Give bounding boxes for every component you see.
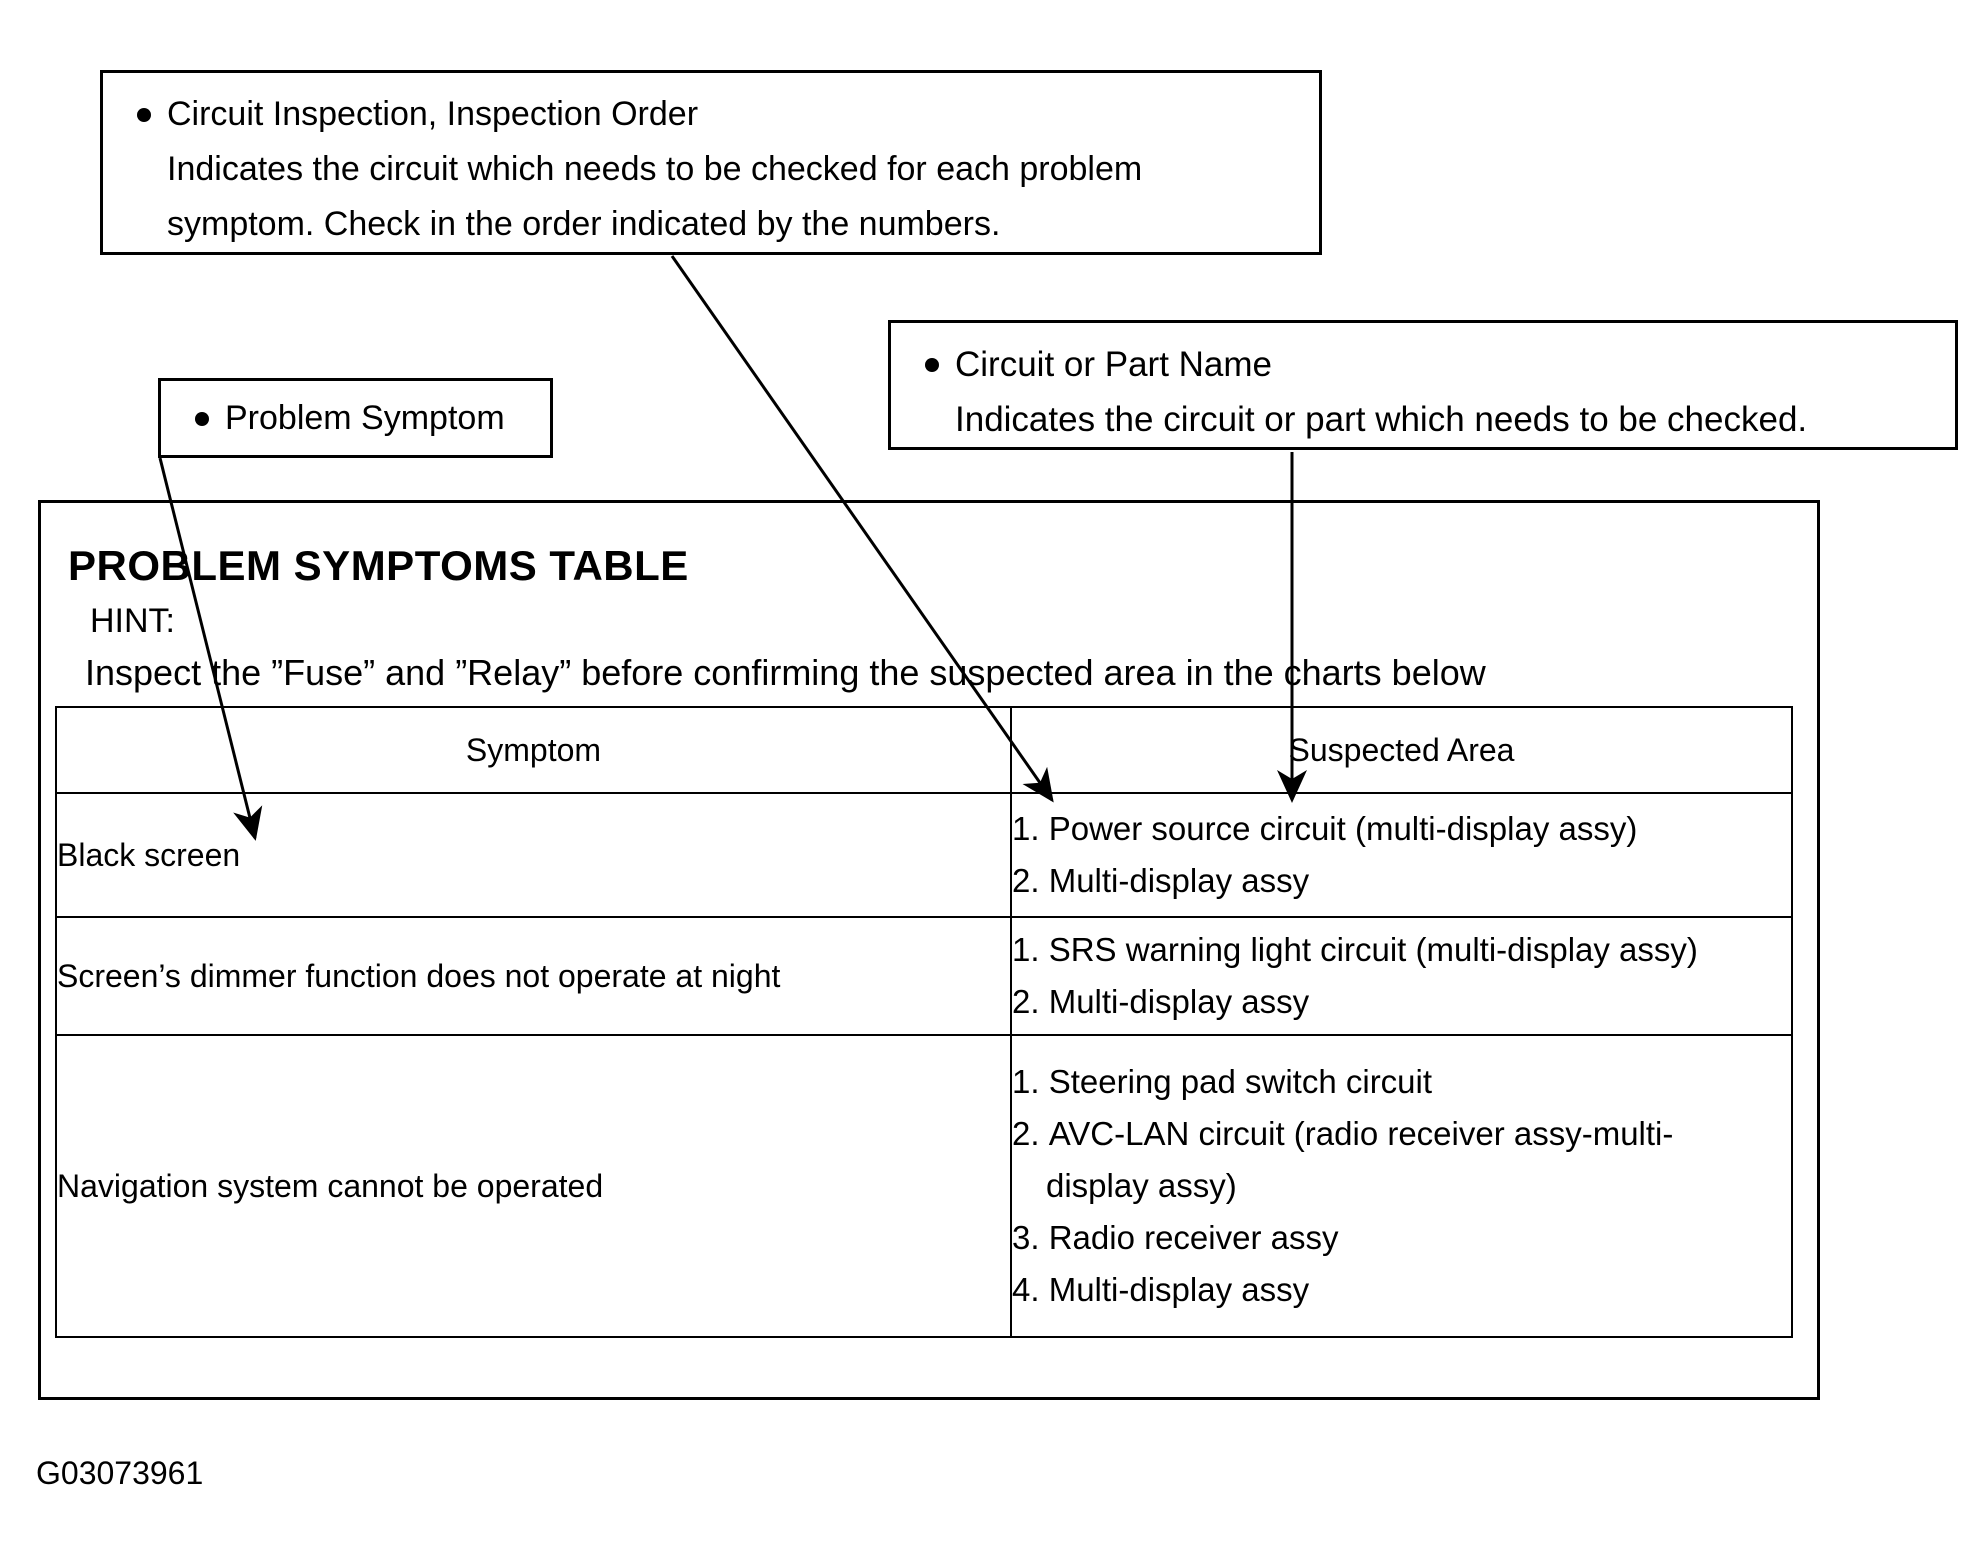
item-text: Power source circuit (multi-display assy… <box>1048 810 1638 847</box>
item-text: AVC-LAN circuit (radio receiver assy-mul… <box>1048 1115 1674 1152</box>
hint-text: Inspect the ”Fuse” and ”Relay” before co… <box>85 652 1486 693</box>
suspected-area-cell: 1. SRS warning light circuit (multi-disp… <box>1010 916 1793 1036</box>
item-text: Radio receiver assy <box>1048 1219 1339 1256</box>
problem-symptoms-table: Symptom Suspected Area Black screen 1. P… <box>55 706 1793 1338</box>
item-number: 2. <box>1012 862 1040 899</box>
callout-inspection-title: Circuit Inspection, Inspection Order <box>167 95 699 133</box>
page-title: PROBLEM SYMPTOMS TABLE <box>68 542 689 589</box>
column-header-suspected-area: Suspected Area <box>1010 706 1793 794</box>
table-row: Navigation system cannot be operated 1. … <box>55 1034 1793 1338</box>
hint-label: HINT: <box>90 602 175 640</box>
item-text: Multi-display assy <box>1048 862 1310 899</box>
symptom-cell: Screen’s dimmer function does not operat… <box>55 916 1012 1036</box>
callout-partname-title-line: Circuit or Part Name <box>911 337 1955 392</box>
list-item: 4. Multi-display assy <box>1012 1264 1791 1316</box>
callout-inspection-line2: Indicates the circuit which needs to be … <box>167 150 1143 188</box>
list-item: 1. Steering pad switch circuit <box>1012 1056 1791 1108</box>
callout-problem-symptom-title-line: Problem Symptom <box>181 391 550 446</box>
callout-partname-title: Circuit or Part Name <box>955 345 1273 384</box>
item-number: 1. <box>1012 1063 1040 1100</box>
callout-inspection-title-line: Circuit Inspection, Inspection Order <box>123 87 1319 142</box>
item-number: 1. <box>1012 931 1040 968</box>
list-item: 1. SRS warning light circuit (multi-disp… <box>1012 924 1791 976</box>
suspected-area-cell: 1. Power source circuit (multi-display a… <box>1010 792 1793 918</box>
callout-circuit-or-part-name: Circuit or Part Name Indicates the circu… <box>888 320 1958 450</box>
callout-problem-symptom: Problem Symptom <box>158 378 553 458</box>
item-text: Multi-display assy <box>1048 1271 1310 1308</box>
callout-inspection-line3: symptom. Check in the order indicated by… <box>167 205 1001 243</box>
list-item: 2. AVC-LAN circuit (radio receiver assy-… <box>1012 1108 1791 1212</box>
bullet-icon <box>195 411 209 426</box>
suspected-area-list: 1. SRS warning light circuit (multi-disp… <box>1012 924 1791 1028</box>
item-number: 4. <box>1012 1271 1040 1308</box>
suspected-area-list: 1. Steering pad switch circuit 2. AVC-LA… <box>1012 1056 1791 1316</box>
callout-problem-symptom-title: Problem Symptom <box>225 399 505 437</box>
bullet-icon <box>925 357 939 372</box>
item-text: Steering pad switch circuit <box>1048 1063 1433 1100</box>
list-item: 3. Radio receiver assy <box>1012 1212 1791 1264</box>
table-header-row: Symptom Suspected Area <box>55 706 1793 794</box>
column-header-symptom: Symptom <box>55 706 1012 794</box>
suspected-area-list: 1. Power source circuit (multi-display a… <box>1012 803 1791 907</box>
table-row: Black screen 1. Power source circuit (mu… <box>55 792 1793 918</box>
figure-code: G03073961 <box>36 1455 204 1491</box>
list-item: 2. Multi-display assy <box>1012 976 1791 1028</box>
item-text-continued: display assy) <box>1046 1167 1237 1204</box>
symptom-cell: Navigation system cannot be operated <box>55 1034 1012 1338</box>
callout-circuit-inspection: Circuit Inspection, Inspection Order Ind… <box>100 70 1322 255</box>
symptom-cell: Black screen <box>55 792 1012 918</box>
item-number: 1. <box>1012 810 1040 847</box>
item-number: 3. <box>1012 1219 1040 1256</box>
suspected-area-cell: 1. Steering pad switch circuit 2. AVC-LA… <box>1010 1034 1793 1338</box>
list-item: 2. Multi-display assy <box>1012 855 1791 907</box>
list-item: 1. Power source circuit (multi-display a… <box>1012 803 1791 855</box>
item-number: 2. <box>1012 983 1040 1020</box>
item-text: SRS warning light circuit (multi-display… <box>1048 931 1698 968</box>
item-number: 2. <box>1012 1115 1040 1152</box>
table-row: Screen’s dimmer function does not operat… <box>55 916 1793 1036</box>
callout-partname-line2: Indicates the circuit or part which need… <box>955 400 1808 439</box>
bullet-icon <box>137 107 151 122</box>
item-text: Multi-display assy <box>1048 983 1310 1020</box>
